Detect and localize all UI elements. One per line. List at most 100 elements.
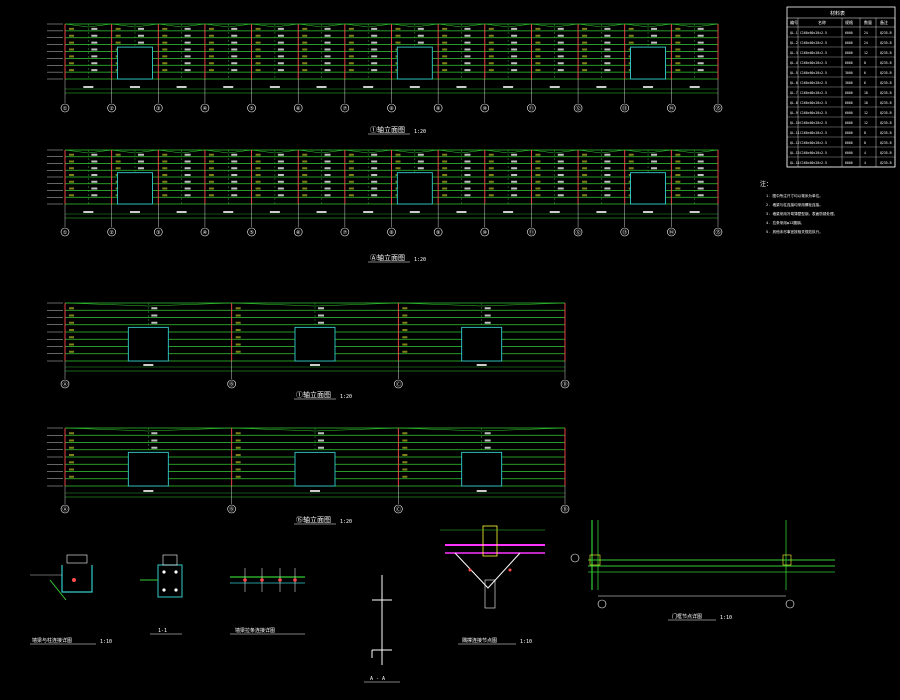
- member-tag-mark: [697, 153, 704, 156]
- member-tag-mark: [69, 34, 74, 37]
- member-tag-mark: [235, 343, 241, 346]
- member-tag-mark: [675, 69, 681, 72]
- table-cell: QL-14: [790, 161, 800, 165]
- table-cell: QL-6: [790, 81, 798, 85]
- member-tag-mark: [697, 160, 704, 163]
- member-tag-mark: [604, 167, 611, 170]
- member-tag-mark: [255, 160, 261, 163]
- table-cell: QL-3: [790, 51, 798, 55]
- axis-label: Ⓑ: [229, 506, 234, 513]
- member-tag-mark: [255, 55, 261, 58]
- member-tag-mark: [69, 48, 74, 51]
- dimension-text-mark: [456, 211, 467, 213]
- member-tag-mark: [208, 48, 214, 51]
- door-opening: [294, 326, 336, 362]
- member-tag-mark: [604, 55, 611, 58]
- table-cell: C160×60×20×2.5: [800, 151, 827, 155]
- member-tag-mark: [348, 160, 354, 163]
- member-tag-mark: [371, 62, 378, 65]
- member-tag-mark: [69, 439, 74, 442]
- detail-scale-5: 1:10: [520, 639, 532, 645]
- note-item: 1. 图中所注尺寸均以毫米为单位。: [766, 193, 823, 198]
- table-cell: Q235-B: [880, 161, 892, 165]
- member-tag-mark: [235, 314, 241, 317]
- member-tag-mark: [402, 454, 408, 456]
- member-tag-mark: [442, 55, 448, 58]
- member-tag-mark: [371, 180, 378, 183]
- member-tag-mark: [511, 174, 518, 176]
- member-tag-mark: [557, 187, 564, 190]
- member-tag-mark: [208, 174, 214, 176]
- member-tag-mark: [69, 41, 74, 44]
- member-tag-mark: [348, 187, 354, 190]
- dimension-text-mark: [310, 364, 320, 366]
- member-tag-mark: [395, 167, 401, 170]
- member-tag-mark: [557, 174, 564, 176]
- member-tag-mark: [511, 153, 518, 156]
- table-cell: 24: [864, 31, 868, 35]
- member-tag-mark: [371, 194, 378, 197]
- member-tag-mark: [324, 34, 331, 37]
- member-tag-mark: [184, 180, 191, 183]
- member-tag-mark: [417, 153, 424, 156]
- member-tag-mark: [697, 174, 704, 176]
- member-tag-mark: [604, 160, 611, 163]
- member-tag-mark: [402, 350, 408, 353]
- member-tag-mark: [324, 153, 331, 156]
- member-tag-mark: [557, 153, 564, 156]
- member-tag-mark: [582, 180, 588, 183]
- axis-bubble: [785, 599, 795, 609]
- member-tag-mark: [675, 55, 681, 58]
- table-cell: 12: [864, 51, 868, 55]
- dimension-text-mark: [316, 86, 327, 88]
- member-tag-mark: [488, 69, 494, 72]
- member-tag-mark: [184, 167, 191, 170]
- member-tag-mark: [371, 69, 378, 72]
- member-tag-mark: [91, 160, 98, 163]
- axis-bubble: [713, 103, 723, 113]
- member-tag-mark: [464, 187, 471, 190]
- dimension-text-mark: [643, 211, 654, 213]
- dimension-text-mark: [363, 86, 374, 88]
- member-tag-mark: [324, 27, 331, 30]
- member-tag-mark: [255, 34, 261, 37]
- member-tag-mark: [535, 194, 541, 197]
- member-tag-mark: [402, 446, 408, 449]
- member-tag-mark: [318, 432, 324, 435]
- axis-bubble: [480, 103, 490, 113]
- table-cell: 6000: [845, 51, 853, 55]
- axis-label: Ⓓ: [562, 381, 567, 388]
- axis-label: ⑨: [436, 106, 441, 112]
- member-tag-mark: [231, 34, 238, 37]
- member-tag-mark: [628, 34, 634, 37]
- member-tag-mark: [115, 160, 121, 163]
- material-table-title: 材料表: [830, 10, 845, 17]
- axis-bubble: [620, 227, 630, 237]
- member-tag-mark: [697, 180, 704, 183]
- detail-title-1: 墙梁与柱连接详图 1:10: [30, 637, 112, 645]
- member-tag-mark: [488, 48, 494, 51]
- axis-bubble: [293, 227, 303, 237]
- member-tag-mark: [235, 454, 241, 456]
- member-tag-mark: [69, 446, 74, 449]
- table-cell: C160×60×20×2.5: [800, 161, 827, 165]
- table-cell: C160×60×20×2.5: [800, 41, 827, 45]
- axis-bubble: [247, 103, 256, 113]
- dimension-text-mark: [596, 211, 607, 213]
- elevation-title-3-text: ①轴立面图: [296, 390, 331, 399]
- column-web: [482, 525, 498, 557]
- note-item: 5. 其他未尽事宜按相关规范执行。: [766, 229, 823, 234]
- table-cell: 4: [864, 151, 866, 155]
- bolt-symbol: [468, 568, 472, 572]
- table-cell: C160×60×20×2.5: [800, 111, 827, 115]
- member-tag-mark: [442, 180, 448, 183]
- axis-label: ③: [156, 106, 161, 112]
- member-tag-mark: [488, 194, 494, 197]
- member-tag-mark: [91, 153, 98, 156]
- detail-title-2: 1-1: [150, 628, 182, 635]
- member-tag-mark: [604, 41, 611, 44]
- member-tag-mark: [442, 187, 448, 190]
- axis-bubble: [394, 379, 403, 389]
